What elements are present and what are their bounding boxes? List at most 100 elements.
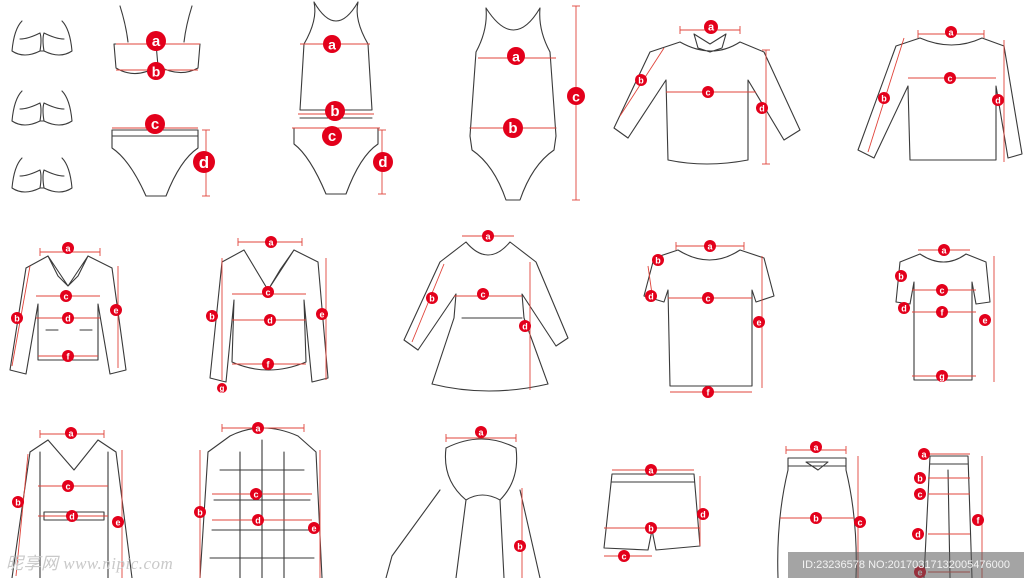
label-marker	[992, 94, 1004, 106]
label-marker	[878, 92, 890, 104]
label-letter: d	[648, 292, 654, 302]
label-marker	[250, 488, 262, 500]
label-marker	[972, 514, 984, 526]
trench-dress-coat-label-a: a	[482, 230, 494, 242]
tankini-top-drawing	[299, 1, 373, 119]
label-letter: b	[15, 498, 21, 508]
bra-set-label-d: d	[193, 151, 215, 173]
bikini-top-drawing	[113, 5, 201, 75]
blazer-1-label-a: a	[62, 242, 74, 254]
tunic-label-a: a	[938, 244, 950, 256]
label-letter: c	[253, 490, 258, 500]
blazer-2-label-b: b	[206, 310, 218, 322]
label-marker	[12, 496, 24, 508]
blazer-1-label-e: e	[110, 304, 122, 316]
padded-jacket-label-a: a	[252, 422, 264, 434]
label-marker	[110, 304, 122, 316]
label-letter: d	[700, 510, 706, 520]
label-marker	[702, 86, 714, 98]
label-letter: b	[655, 256, 661, 266]
watermark-id-badge: ID:23236578 NO:20170317132005476000	[788, 552, 1024, 578]
label-marker	[262, 286, 274, 298]
label-marker	[810, 441, 822, 453]
label-letter: d	[267, 316, 273, 326]
label-marker	[914, 472, 926, 484]
label-letter: c	[621, 552, 626, 562]
measurement-lines	[11, 5, 1005, 578]
label-marker	[618, 550, 630, 562]
blazer-2-label-f: f	[262, 358, 274, 370]
blazer-1-label-f: f	[62, 350, 74, 362]
tankini-label-a: a	[323, 35, 341, 53]
label-marker	[756, 102, 768, 114]
trench-dress-coat-label-b: b	[426, 292, 438, 304]
shirt-label-c: c	[702, 86, 714, 98]
label-letter: c	[572, 89, 580, 105]
label-letter: a	[328, 37, 336, 53]
label-letter: f	[67, 352, 71, 362]
label-marker	[645, 290, 657, 302]
label-letter: b	[648, 524, 654, 534]
label-marker	[914, 488, 926, 500]
padded-jacket-drawing	[199, 427, 323, 578]
label-marker	[264, 314, 276, 326]
label-marker	[482, 230, 494, 242]
shirt-label-b: b	[635, 74, 647, 86]
label-marker	[252, 514, 264, 526]
label-letter: e	[982, 316, 987, 326]
shorts-label-d: d	[697, 508, 709, 520]
label-letter: e	[319, 310, 324, 320]
trousers-label-a: a	[918, 448, 930, 460]
label-letter: c	[65, 482, 70, 492]
coat-label-d: d	[66, 510, 78, 522]
label-marker	[895, 270, 907, 282]
label-marker	[702, 292, 714, 304]
label-letter: a	[152, 33, 161, 50]
shirt-label-d: d	[756, 102, 768, 114]
trousers-drawing	[923, 455, 973, 578]
label-marker	[146, 31, 166, 51]
label-letter: b	[898, 272, 904, 282]
label-marker	[810, 512, 822, 524]
label-marker	[979, 314, 991, 326]
coat-drawing	[11, 439, 133, 578]
label-marker	[62, 242, 74, 254]
tunic-label-c: c	[936, 284, 948, 296]
shorts-label-b: b	[645, 522, 657, 534]
pencil-skirt-label-b: b	[810, 512, 822, 524]
label-letter: f	[941, 308, 945, 318]
label-letter: b	[152, 64, 161, 80]
t-shirt-label-f: f	[702, 386, 714, 398]
label-marker	[945, 26, 957, 38]
label-marker	[206, 310, 218, 322]
t-shirt-label-c: c	[702, 292, 714, 304]
label-marker	[697, 508, 709, 520]
label-letter: c	[857, 518, 862, 528]
t-shirt-label-b: b	[652, 254, 664, 266]
label-marker	[514, 540, 526, 552]
label-marker	[373, 152, 393, 172]
label-letter: g	[939, 372, 945, 382]
label-marker	[145, 114, 165, 134]
bra-thumbnail-3	[11, 157, 73, 193]
label-letter: b	[917, 474, 923, 484]
label-letter: f	[267, 360, 271, 370]
label-letter: a	[941, 246, 947, 256]
label-marker	[252, 422, 264, 434]
tunic-label-d: d	[898, 302, 910, 314]
label-letter: c	[151, 116, 159, 133]
tankini-label-c: c	[322, 126, 342, 146]
bra-thumbnail-2	[11, 90, 73, 126]
label-letter: c	[705, 88, 710, 98]
label-marker	[62, 312, 74, 324]
label-letter: c	[705, 294, 710, 304]
label-letter: a	[707, 242, 713, 252]
label-letter: b	[517, 542, 523, 552]
label-marker	[753, 316, 765, 328]
label-marker	[645, 464, 657, 476]
label-letter: d	[522, 322, 528, 332]
label-marker	[308, 522, 320, 534]
label-marker	[193, 151, 215, 173]
padded-jacket-label-e: e	[308, 522, 320, 534]
